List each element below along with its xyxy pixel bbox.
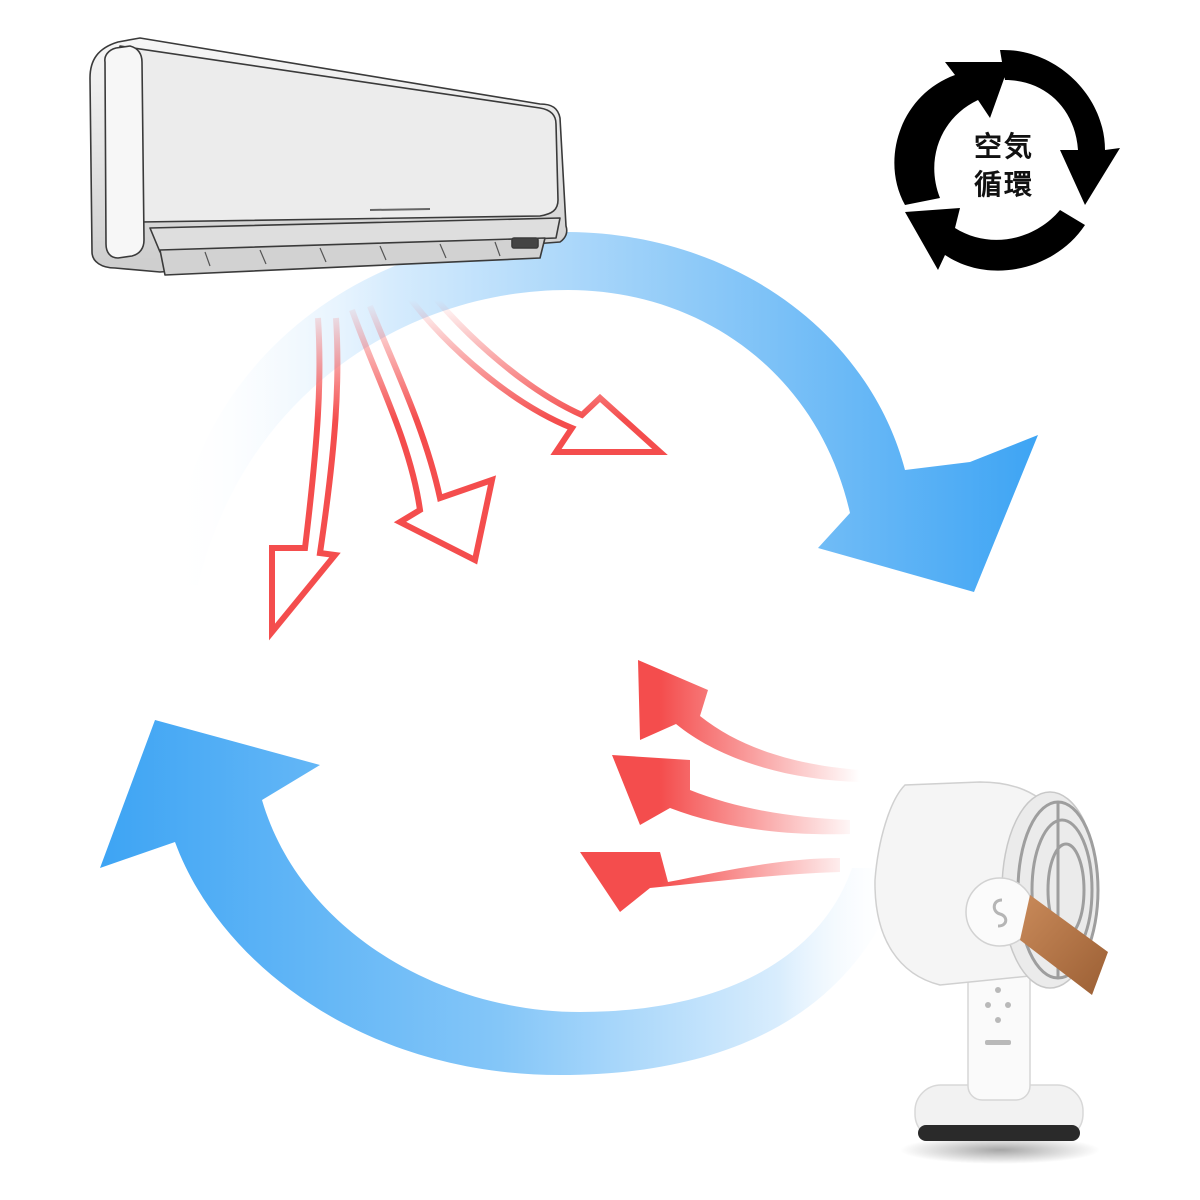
warm-air-arrows-down — [269, 280, 668, 641]
warm-air-arrow-1 — [269, 317, 341, 641]
blue-circulation-arrow-bottom — [100, 720, 905, 1075]
recycle-arrows-icon — [894, 49, 1120, 271]
warm-air-arrow-3 — [402, 280, 668, 455]
fan-air-arrows — [580, 660, 860, 912]
fan-air-arrow-3 — [580, 852, 840, 912]
label-line-2: 循環 — [973, 168, 1034, 201]
air-circulation-label: 空気 循環 — [962, 128, 1046, 204]
fan-air-arrow-2 — [612, 755, 850, 835]
label-line-1: 空気 — [973, 130, 1034, 163]
blue-circulation-arrow-top — [168, 232, 1038, 592]
circulator-fan-icon — [874, 781, 1108, 1164]
warm-air-arrow-2 — [349, 304, 497, 565]
fan-air-arrow-1 — [638, 660, 860, 782]
air-conditioner-icon — [89, 37, 568, 276]
